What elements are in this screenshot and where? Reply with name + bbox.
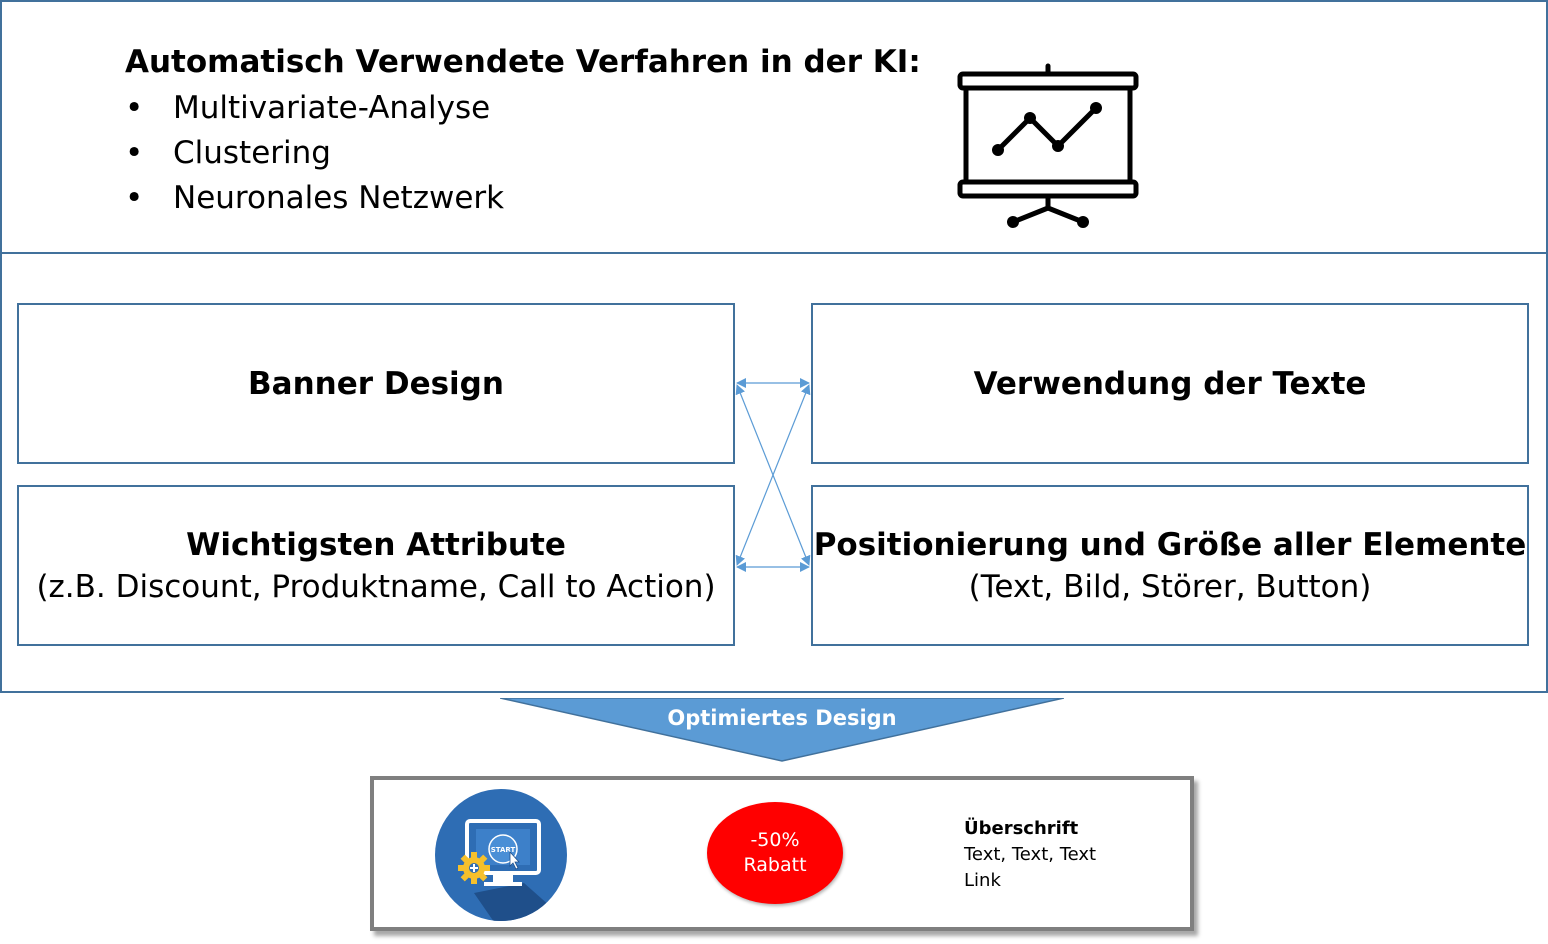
- attributes-subtitle: (z.B. Discount, Produktname, Call to Act…: [36, 568, 716, 605]
- optimized-design-arrow: [500, 698, 1064, 762]
- method-label: Clustering: [173, 135, 331, 171]
- bullet: •: [125, 135, 144, 171]
- discount-label: Rabatt: [743, 854, 807, 876]
- banner-design-box: Banner Design: [17, 303, 735, 464]
- presentation-chart-icon: [957, 63, 1139, 228]
- design-factors-panel: [0, 252, 1548, 693]
- positioning-subtitle: (Text, Bild, Störer, Button): [968, 568, 1372, 605]
- methods-title: Automatisch Verwendete Verfahren in der …: [125, 44, 921, 80]
- discount-badge: -50% Rabatt: [707, 802, 843, 904]
- methods-panel: [0, 0, 1548, 254]
- method-item: • Multivariate-Analyse: [125, 90, 490, 126]
- method-label: Multivariate-Analyse: [173, 90, 491, 126]
- computer-start-gear-icon: START: [435, 789, 567, 921]
- attributes-box: Wichtigsten Attribute (z.B. Discount, Pr…: [17, 485, 735, 646]
- optimized-design-label: Optimiertes Design: [667, 706, 897, 730]
- start-label: START: [491, 846, 516, 854]
- bullet: •: [125, 180, 144, 216]
- method-label: Neuronales Netzwerk: [173, 180, 505, 216]
- method-item: • Neuronales Netzwerk: [125, 180, 504, 216]
- body-text: Text, Text, Text: [964, 844, 1097, 865]
- text-usage-box: Verwendung der Texte: [811, 303, 1529, 464]
- link-text[interactable]: Link: [964, 870, 1001, 891]
- banner-design-title: Banner Design: [248, 365, 504, 402]
- bullet: •: [125, 90, 144, 126]
- method-item: • Clustering: [125, 135, 331, 171]
- headline-block: Überschrift Text, Text, Text Link: [964, 816, 1096, 894]
- discount-value: -50%: [750, 829, 800, 851]
- positioning-title: Positionierung und Größe aller Elemente: [813, 526, 1527, 563]
- attributes-title: Wichtigsten Attribute: [186, 526, 566, 563]
- headline: Überschrift: [964, 818, 1079, 839]
- text-usage-title: Verwendung der Texte: [973, 365, 1367, 402]
- positioning-box: Positionierung und Größe aller Elemente …: [811, 485, 1529, 646]
